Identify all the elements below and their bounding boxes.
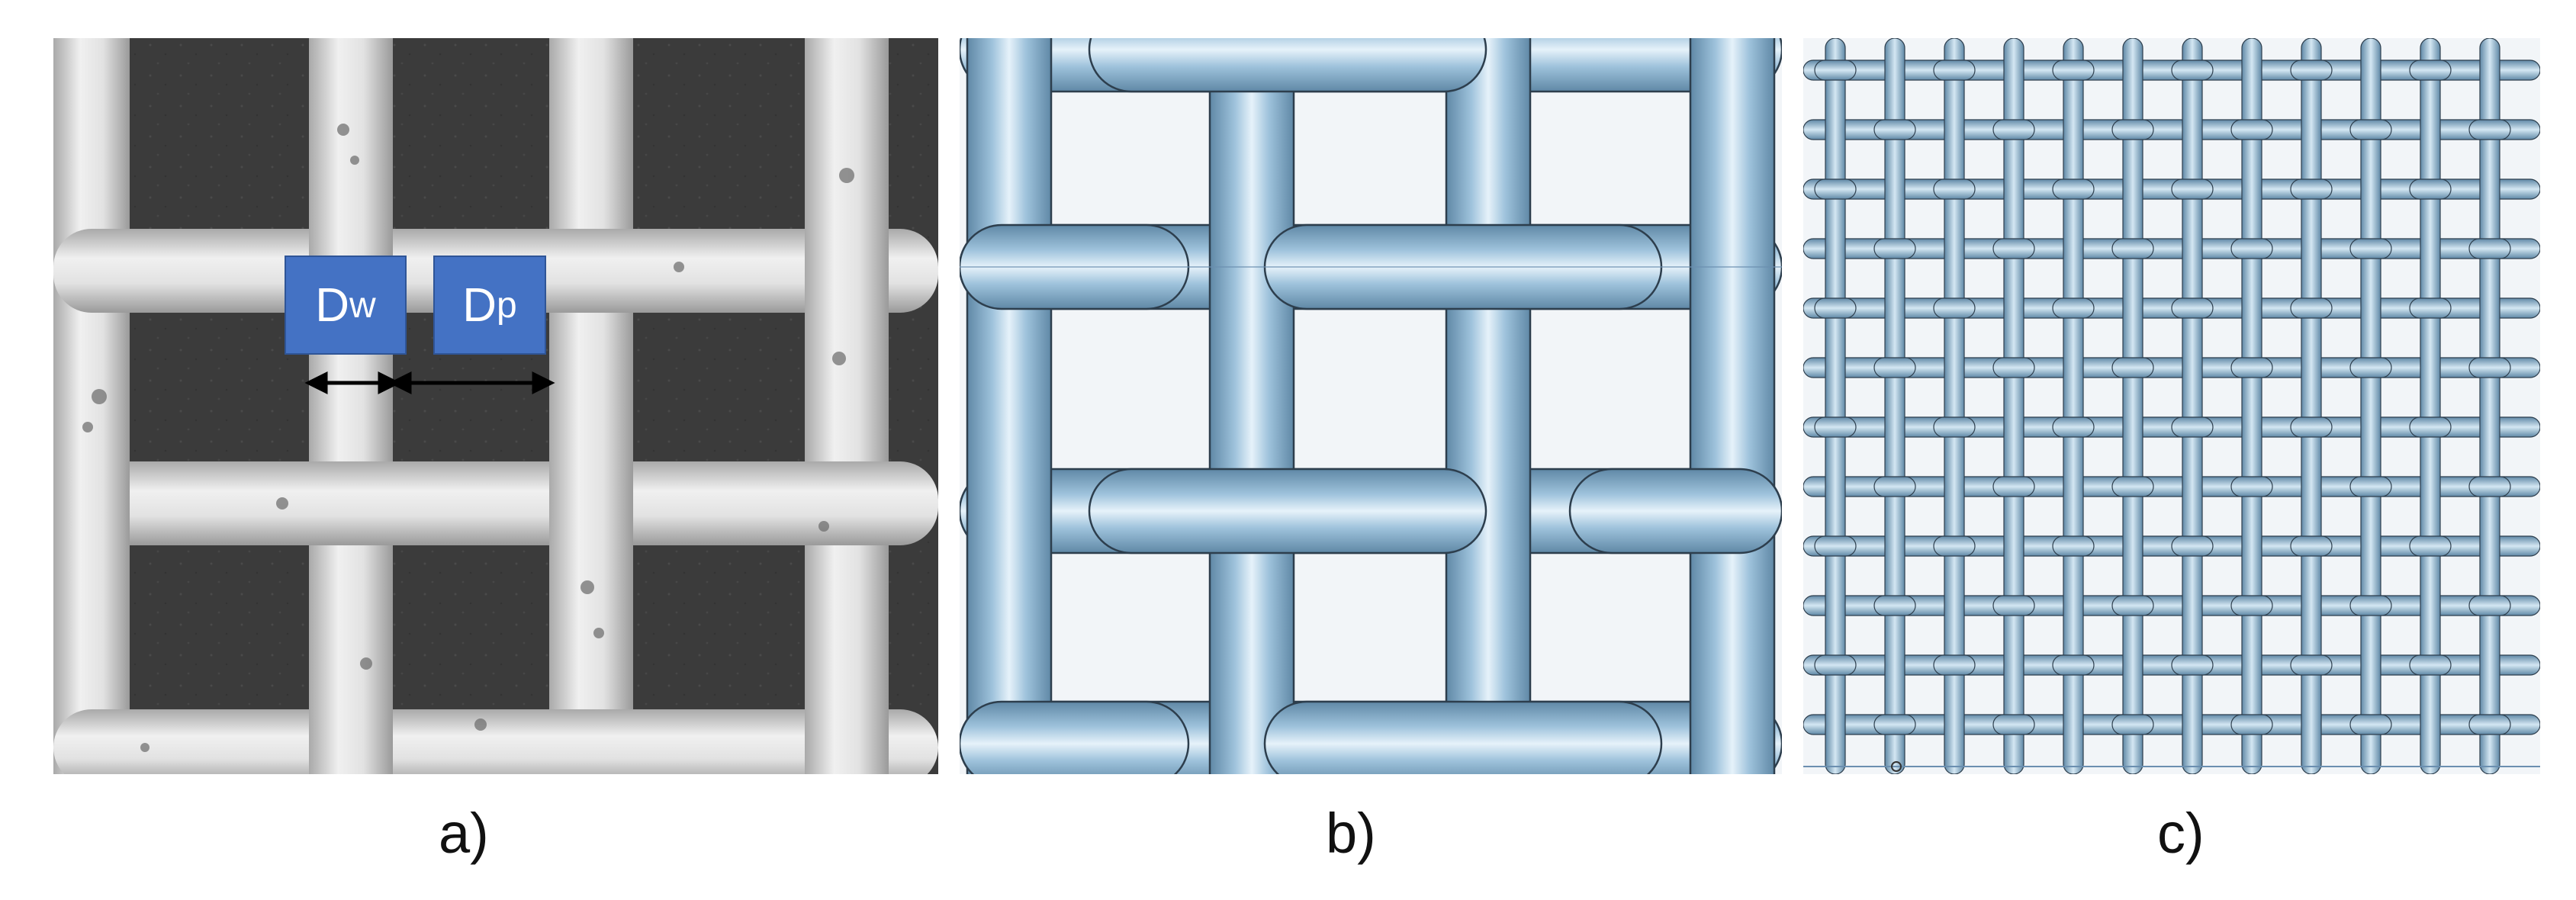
dw-label-sub: w [349, 284, 376, 326]
dimension-arrows [304, 371, 555, 395]
caption-b: b) [1326, 802, 1376, 865]
mesh-model-closeup-panel [960, 38, 1782, 774]
caption-a: a) [439, 802, 489, 865]
sem-horizontal-wires [53, 229, 938, 774]
dw-label-main: D [315, 278, 350, 332]
dp-label-sub: p [497, 284, 517, 326]
mesh-model-full [1803, 38, 2540, 774]
mesh-model-full-panel [1803, 38, 2540, 774]
dp-label-main: D [462, 278, 497, 332]
caption-c: c) [2157, 802, 2205, 865]
mesh-model-closeup [960, 38, 1782, 774]
sem-vertical-wires [53, 38, 889, 774]
sem-image [53, 38, 938, 774]
